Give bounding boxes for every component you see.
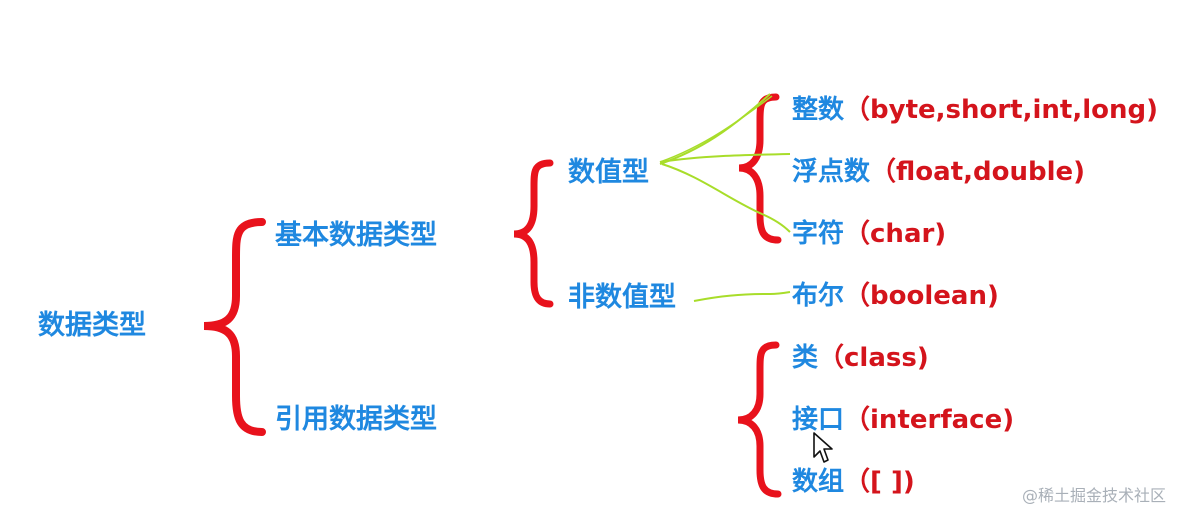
numeric-types-label: 数值型 bbox=[568, 157, 649, 188]
leaf-name: 字符 bbox=[792, 219, 845, 249]
leaf-detail: （float,double) bbox=[870, 157, 1086, 187]
leaf-name: 浮点数 bbox=[792, 157, 871, 187]
primitive-brace bbox=[513, 159, 554, 308]
leaf-name: 数组 bbox=[792, 467, 845, 497]
non-numeric-types-label: 非数值型 bbox=[568, 282, 676, 313]
leaf-detail: （class) bbox=[818, 343, 929, 373]
leaf-detail: （char) bbox=[844, 219, 947, 249]
watermark-text: @稀土掘金技术社区 bbox=[1022, 486, 1167, 505]
reference-types-label: 引用数据类型 bbox=[275, 404, 437, 435]
annotation-stroke-boolean bbox=[693, 291, 791, 302]
leaf-detail: （[ ]) bbox=[844, 467, 915, 497]
root-label-data-types: 数据类型 bbox=[38, 310, 146, 341]
leaf-detail: （interface) bbox=[844, 405, 1015, 435]
mouse-pointer-arrow-icon bbox=[813, 432, 833, 463]
annotation-stroke-float bbox=[659, 153, 791, 163]
annotation-stroke-integer bbox=[659, 93, 771, 165]
leaf-name: 布尔 bbox=[792, 281, 845, 311]
primitive-types-label: 基本数据类型 bbox=[275, 220, 437, 251]
annotation-stroke-integer-2 bbox=[659, 95, 773, 163]
leaf-class: 类（class) bbox=[792, 345, 929, 371]
root-brace bbox=[203, 218, 266, 436]
reference-brace bbox=[737, 341, 782, 498]
leaf-float: 浮点数（float,double) bbox=[792, 159, 1085, 185]
leaf-name: 整数 bbox=[792, 95, 845, 125]
leaf-name: 类 bbox=[792, 343, 819, 373]
leaf-detail: （boolean) bbox=[844, 281, 999, 311]
annotation-stroke-char bbox=[661, 163, 791, 233]
leaf-integer: 整数（byte,short,int,long) bbox=[792, 97, 1158, 123]
leaf-interface: 接口（interface) bbox=[792, 407, 1014, 433]
leaf-char: 字符（char) bbox=[792, 221, 946, 247]
leaf-array: 数组（[ ]) bbox=[792, 469, 915, 495]
numeric-brace bbox=[738, 93, 782, 244]
leaf-name: 接口 bbox=[792, 405, 845, 435]
leaf-detail: （byte,short,int,long) bbox=[844, 95, 1158, 125]
leaf-boolean: 布尔（boolean) bbox=[792, 283, 999, 309]
